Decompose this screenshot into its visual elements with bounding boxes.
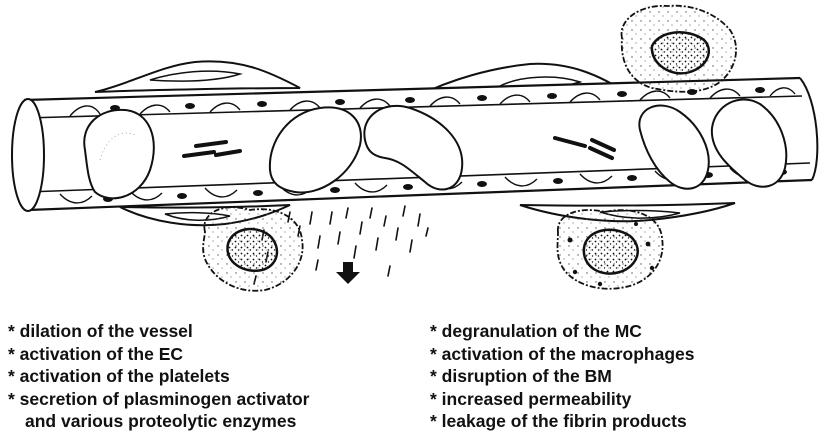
list-item: * increased permeability xyxy=(430,388,695,411)
list-item: * activation of the macrophages xyxy=(430,343,695,366)
effects-list-right: * degranulation of the MC * activation o… xyxy=(430,320,695,433)
mast-cell-top xyxy=(622,6,737,92)
list-item: * leakage of the fibrin products xyxy=(430,410,695,433)
list-item: * secretion of plasminogen activator xyxy=(8,388,309,411)
macrophage-bottom-right xyxy=(558,210,663,289)
list-item: * activation of the platelets xyxy=(8,365,309,388)
list-item: * disruption of the BM xyxy=(430,365,695,388)
arrow-down-icon xyxy=(336,262,360,284)
pericyte-top-left xyxy=(95,61,300,92)
effects-list-left: * dilation of the vessel * activation of… xyxy=(8,320,309,433)
macrophage-bottom-left xyxy=(203,207,302,291)
list-item: * dilation of the vessel xyxy=(8,320,309,343)
list-item: and various proteolytic enzymes xyxy=(8,410,309,433)
blood-vessel-diagram xyxy=(0,0,838,315)
list-item: * activation of the EC xyxy=(8,343,309,366)
list-item: * degranulation of the MC xyxy=(430,320,695,343)
